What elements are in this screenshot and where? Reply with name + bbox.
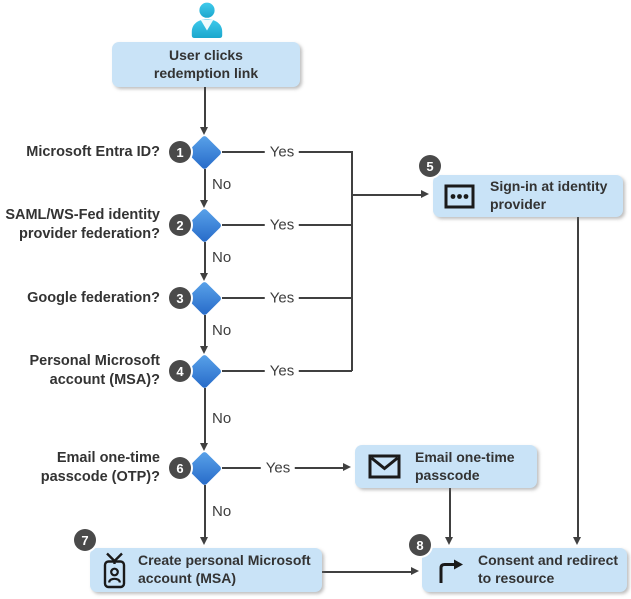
connector-rail-to-signin [351, 194, 422, 196]
edge-label-yes-q1: Yes [264, 143, 300, 161]
step-circle-3: 3 [169, 287, 191, 309]
decision-saml-wsfed [186, 207, 223, 244]
connector-q3-to-q4 [204, 315, 206, 346]
create-msa-node: Create personal Microsoft account (MSA) [90, 548, 322, 592]
arrowhead [200, 200, 208, 208]
decision-personal-msa [186, 353, 223, 390]
connector-q6-to-create [204, 485, 206, 537]
question-line1: Personal Microsoft [29, 353, 160, 369]
connector-signin-to-consent [577, 217, 579, 537]
question-line2: passcode (OTP)? [40, 469, 160, 485]
edge-label-no-q6: No [212, 503, 232, 520]
envelope-icon [368, 453, 401, 480]
edge-label-yes-q3: Yes [264, 289, 300, 307]
start-node: User clicks redemption link [112, 42, 300, 87]
step-circle-1: 1 [169, 141, 191, 163]
connector-q1-to-q2 [204, 169, 206, 200]
arrowhead [343, 463, 351, 471]
connector-q2-to-q3 [204, 242, 206, 273]
consent-label-line2: to resource [478, 570, 555, 586]
arrowhead [445, 537, 453, 545]
step-circle-2: 2 [169, 214, 191, 236]
signin-label-line1: Sign-in at identity [490, 178, 608, 195]
password-dots-icon [444, 184, 475, 209]
signin-identity-provider-node: Sign-in at identity provider [433, 175, 623, 217]
connector-q4-to-q6 [204, 388, 206, 443]
consent-label-line1: Consent and redirect [478, 552, 619, 569]
connector-create-to-consent [322, 571, 411, 573]
question-email-otp: Email one-time passcode (OTP)? [0, 449, 160, 487]
arrowhead [200, 127, 208, 135]
question-line1: Google federation? [27, 290, 160, 306]
edge-label-no-q4: No [212, 410, 232, 427]
otp-label-line1: Email one-time [415, 448, 515, 465]
arrowhead [421, 190, 429, 198]
start-label-line2: redemption link [153, 64, 259, 81]
arrowhead [200, 273, 208, 281]
question-line1: Microsoft Entra ID? [26, 144, 160, 160]
signin-label-line2: provider [490, 196, 547, 212]
step-circle-5: 5 [419, 155, 441, 177]
yes-merge-rail [351, 151, 353, 371]
edge-label-yes-q2: Yes [264, 216, 300, 234]
edge-label-no-q2: No [212, 249, 232, 266]
arrowhead [200, 537, 208, 545]
arrowhead [411, 567, 419, 575]
arrowhead [200, 443, 208, 451]
step-circle-8: 8 [409, 534, 431, 556]
decision-google-federation [186, 280, 223, 317]
question-entra-id: Microsoft Entra ID? [0, 143, 160, 162]
question-google-federation: Google federation? [0, 289, 160, 308]
question-saml-wsfed: SAML/WS-Fed identity provider federation… [0, 206, 160, 244]
user-icon [191, 2, 223, 38]
connector-start-to-q1 [204, 87, 206, 127]
edge-label-yes-q6: Yes [260, 459, 296, 477]
question-line1: Email one-time [56, 450, 160, 466]
otp-label-line2: passcode [415, 466, 480, 483]
edge-label-no-q1: No [212, 176, 232, 193]
redirect-arrow-icon [436, 556, 465, 585]
step-circle-4: 4 [169, 360, 191, 382]
arrowhead [573, 537, 581, 545]
connector-otp-to-consent [449, 488, 451, 537]
question-personal-msa: Personal Microsoft account (MSA)? [0, 352, 160, 390]
create-msa-label-line2: account (MSA) [138, 570, 236, 586]
id-badge-icon [101, 552, 128, 589]
email-otp-node: Email one-time passcode [355, 445, 537, 488]
step-circle-7: 7 [74, 529, 96, 551]
question-line2: account (MSA)? [49, 372, 160, 388]
start-label-line1: User clicks [169, 46, 243, 63]
decision-email-otp [186, 450, 223, 487]
question-line1: SAML/WS-Fed identity [5, 207, 160, 223]
step-circle-6: 6 [169, 457, 191, 479]
create-msa-label-line1: Create personal Microsoft [138, 552, 311, 569]
consent-redirect-node: Consent and redirect to resource [422, 548, 627, 592]
question-line2: provider federation? [19, 226, 160, 242]
arrowhead [200, 346, 208, 354]
edge-label-no-q3: No [212, 322, 232, 339]
edge-label-yes-q4: Yes [264, 362, 300, 380]
decision-entra-id [186, 134, 223, 171]
